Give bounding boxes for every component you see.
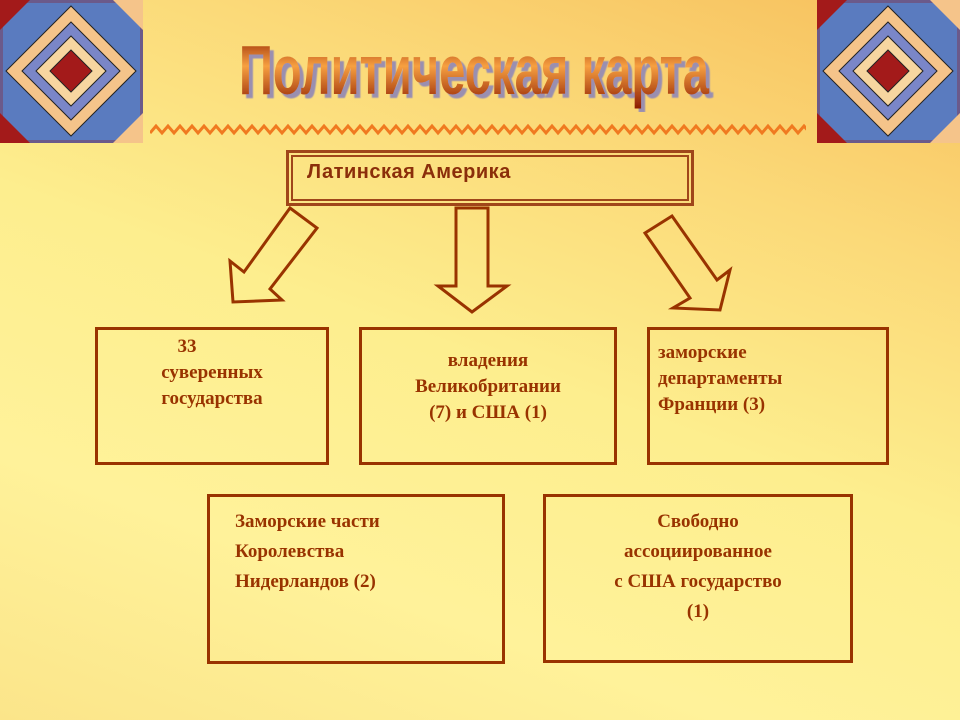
arrow-down	[433, 206, 512, 314]
box-line: Великобритании	[415, 376, 561, 397]
slide-title-text: Политическая карта	[239, 31, 710, 109]
box-netherlands-parts: Заморские части Королевства Нидерландов …	[207, 494, 505, 664]
box-line: (7) и США (1)	[429, 402, 547, 423]
box-line: с США государство	[614, 571, 782, 592]
box-line: Нидерландов (2)	[235, 571, 376, 592]
box-us-associated-state: Свободно ассоциированное с США государст…	[543, 494, 853, 663]
quilt-decoration-left	[0, 0, 143, 143]
box-france-departments: заморские департаменты Франции (3)	[647, 327, 889, 465]
box-line: департаменты	[658, 368, 783, 389]
box-line: Заморские части	[235, 511, 380, 532]
box-line: Франции (3)	[658, 394, 766, 415]
slide-title: Политическая карта	[239, 31, 710, 109]
box-uk-us-possessions: владения Великобритании (7) и США (1)	[359, 327, 617, 465]
box-line: государства	[161, 388, 263, 409]
arrow-down-right	[642, 213, 733, 312]
box-line: заморские	[658, 342, 747, 363]
wavy-divider	[150, 123, 806, 136]
arrow-down-left	[228, 205, 320, 304]
box-line: владения	[447, 350, 529, 371]
box-line: Свободно	[657, 511, 739, 532]
box-sovereign-states: 33 суверенных государства	[95, 327, 329, 465]
box-line: Королевства	[235, 541, 345, 562]
box-line: 33	[177, 336, 197, 357]
box-line: суверенных	[161, 362, 263, 383]
root-label: Латинская Америка	[307, 161, 511, 183]
quilt-decoration-right	[817, 0, 960, 143]
root-box-latin-america: Латинская Америка	[286, 150, 694, 206]
box-line: ассоциированное	[624, 541, 772, 562]
box-line: (1)	[686, 601, 710, 622]
